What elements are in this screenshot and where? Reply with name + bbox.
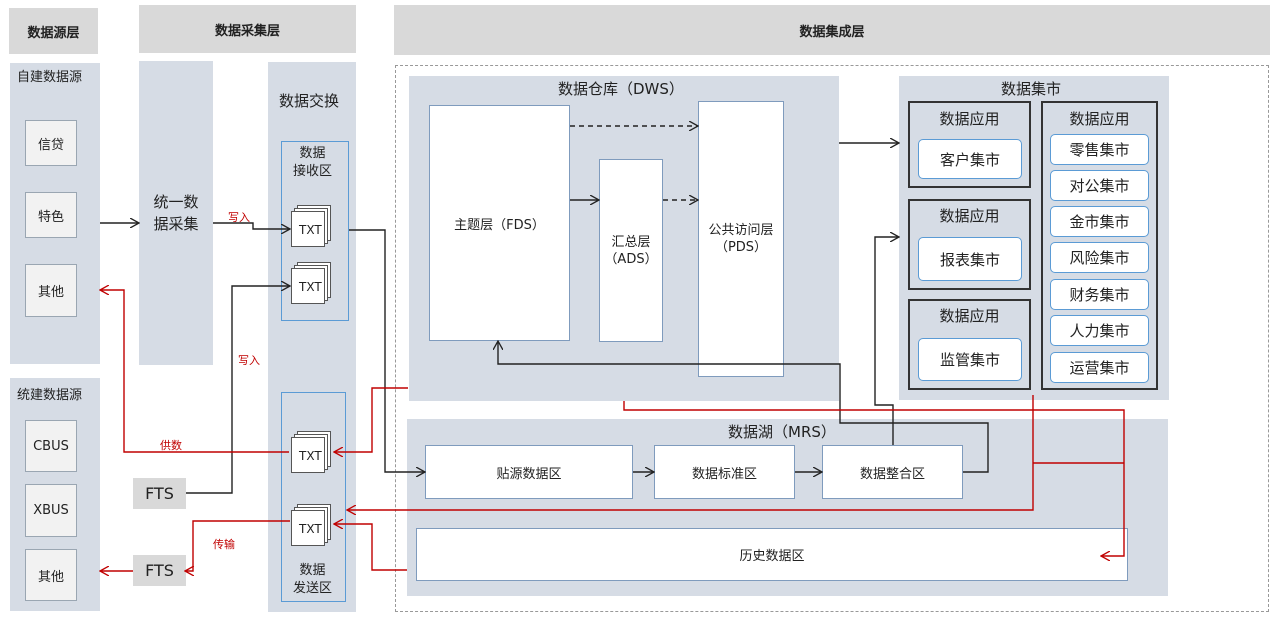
write-label-1: 写入 bbox=[228, 211, 250, 224]
pds-layer-box: 公共访问层 （PDS） bbox=[698, 101, 784, 377]
transfer-label: 传输 bbox=[213, 538, 235, 551]
fts-box-inbound: FTS bbox=[133, 478, 186, 509]
mart-operations: 运营集市 bbox=[1050, 352, 1149, 383]
source-item-xbus: XBUS bbox=[25, 484, 77, 537]
header-integrate-layer: 数据集成层 bbox=[394, 5, 1270, 55]
ads-layer-box: 汇总层 （ADS） bbox=[599, 159, 663, 342]
mart-regulatory: 监管集市 bbox=[918, 338, 1022, 381]
arrow-dws-to-send bbox=[335, 387, 408, 452]
send-zone-label: 数据 发送区 bbox=[293, 563, 333, 596]
txt-file-icon: TXT bbox=[291, 431, 335, 473]
unified-collect-label: 统一数 据采集 bbox=[153, 193, 199, 233]
header-collect-layer: 数据采集层 bbox=[139, 5, 356, 53]
pds-label: 公共访问层 （PDS） bbox=[708, 223, 774, 255]
arrow-history-to-send bbox=[335, 524, 407, 571]
txt-file-label: TXT bbox=[299, 449, 322, 463]
mart-report: 报表集市 bbox=[918, 237, 1022, 281]
txt-file-icon: TXT bbox=[291, 504, 335, 546]
source-data-zone: 贴源数据区 bbox=[425, 445, 633, 499]
ads-label: 汇总层 （ADS） bbox=[604, 234, 658, 267]
write-label-2: 写入 bbox=[238, 354, 260, 367]
unified-source-title: 统建数据源 bbox=[17, 388, 83, 403]
send-zone bbox=[281, 392, 346, 602]
mart-hr: 人力集市 bbox=[1050, 315, 1149, 346]
arrow-integrate-to-mart bbox=[874, 237, 898, 445]
source-item-other-unified: 其他 bbox=[25, 549, 77, 601]
data-mart-title: 数据集市 bbox=[1001, 80, 1062, 98]
arrow-collect-to-receive bbox=[213, 222, 289, 229]
fds-label: 主题层（FDS） bbox=[454, 217, 545, 233]
mart-financial-market: 金市集市 bbox=[1050, 206, 1149, 237]
txt-file-label: TXT bbox=[299, 280, 322, 294]
arrow-send-to-fts-transfer bbox=[186, 520, 290, 571]
mart-corporate: 对公集市 bbox=[1050, 170, 1149, 201]
arrow-send-to-source-supply bbox=[101, 290, 289, 453]
mart-finance: 财务集市 bbox=[1050, 279, 1149, 310]
txt-file-label: TXT bbox=[299, 223, 322, 237]
fts-box-outbound: FTS bbox=[133, 555, 186, 586]
integrated-data-zone: 数据整合区 bbox=[822, 445, 963, 499]
data-app-title: 数据应用 bbox=[1069, 110, 1130, 128]
txt-file-icon: TXT bbox=[291, 205, 335, 247]
arrow-mart-to-send bbox=[348, 395, 1034, 510]
mart-risk: 风险集市 bbox=[1050, 242, 1149, 273]
arrow-fts-to-receive bbox=[186, 286, 289, 494]
mart-customer: 客户集市 bbox=[918, 139, 1022, 179]
txt-file-label: TXT bbox=[299, 522, 322, 536]
data-app-title: 数据应用 bbox=[939, 207, 1000, 225]
header-source-layer: 数据源层 bbox=[9, 8, 98, 54]
source-item-other-self: 其他 bbox=[25, 264, 77, 317]
data-exchange-title: 数据交换 bbox=[279, 92, 340, 110]
source-item-credit: 信贷 bbox=[25, 120, 77, 166]
standard-data-zone: 数据标准区 bbox=[654, 445, 795, 499]
dws-title: 数据仓库（DWS） bbox=[558, 80, 684, 98]
data-app-title: 数据应用 bbox=[939, 307, 1000, 325]
txt-file-icon: TXT bbox=[291, 262, 335, 304]
history-data-zone: 历史数据区 bbox=[416, 528, 1128, 581]
mart-retail: 零售集市 bbox=[1050, 134, 1149, 165]
receive-zone-label: 数据 接收区 bbox=[293, 146, 333, 179]
self-built-source-title: 自建数据源 bbox=[17, 70, 83, 85]
source-item-special: 特色 bbox=[25, 192, 77, 238]
arrow-integrate-to-fds bbox=[498, 342, 989, 473]
data-app-title: 数据应用 bbox=[939, 110, 1000, 128]
supply-label: 供数 bbox=[160, 439, 182, 452]
mrs-title: 数据湖（MRS） bbox=[728, 423, 836, 441]
integrate-layer-boundary bbox=[395, 65, 1269, 612]
source-item-cbus: CBUS bbox=[25, 420, 77, 472]
arrow-dws-to-history bbox=[623, 401, 1125, 556]
arrow-receive-to-source-zone bbox=[349, 229, 424, 472]
unified-collect-panel: 统一数 据采集 bbox=[139, 61, 213, 365]
